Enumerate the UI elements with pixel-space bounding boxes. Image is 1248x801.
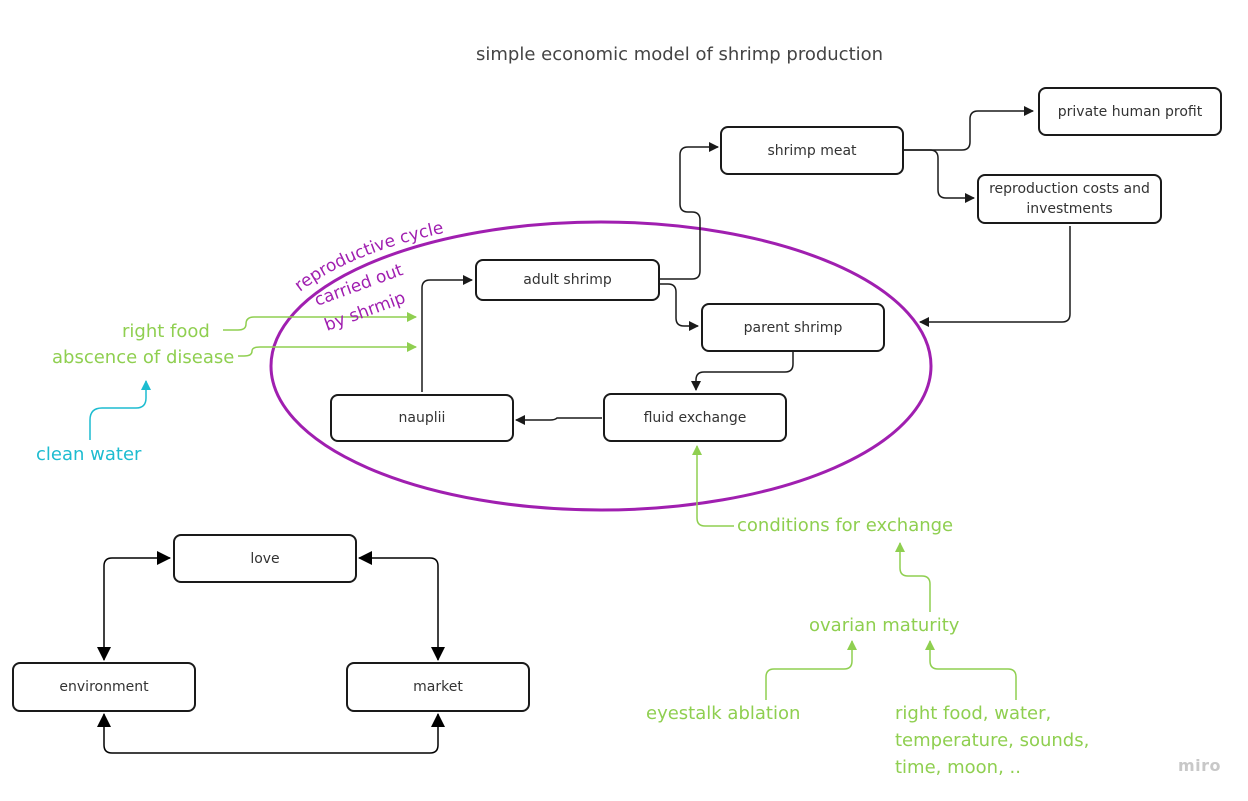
- node-parent-shrimp[interactable]: parent shrimp: [701, 303, 885, 352]
- node-shrimp-meat[interactable]: shrimp meat: [720, 126, 904, 175]
- connector-adult-to-parent: [660, 283, 699, 331]
- connector-ovarian-conditions: [895, 542, 931, 612]
- reproductive-cycle-ellipse: [269, 220, 933, 512]
- connector-fluid-to-nauplii: [515, 415, 602, 425]
- annotation-clean-water[interactable]: clean water: [36, 444, 142, 465]
- node-private-human-profit[interactable]: private human profit: [1038, 87, 1222, 136]
- node-fluid-exchange[interactable]: fluid exchange: [603, 393, 787, 442]
- node-love[interactable]: love: [173, 534, 357, 583]
- connector-food-ovarian: [925, 640, 1017, 700]
- connector-love-environment: [97, 551, 171, 661]
- annotation-absence-of-disease[interactable]: abscence of disease: [52, 347, 235, 368]
- connector-clean-water: [89, 380, 151, 440]
- connector-adult-to-meat: [660, 142, 719, 280]
- connector-meat-to-profit: [904, 106, 1034, 151]
- node-market[interactable]: market: [346, 662, 530, 712]
- connector-meat-to-costs: [904, 149, 975, 203]
- connector-love-market: [358, 551, 445, 661]
- connector-eyestalk-ovarian: [765, 640, 857, 700]
- annotation-right-food[interactable]: right food: [122, 321, 210, 342]
- connector-conditions-exchange: [692, 445, 734, 527]
- node-adult-shrimp[interactable]: adult shrimp: [475, 259, 660, 301]
- miro-watermark: miro: [1178, 756, 1222, 775]
- connector-parent-to-fluid: [691, 352, 794, 391]
- page-title: simple economic model of shrimp producti…: [476, 44, 884, 65]
- annotation-ovarian-maturity[interactable]: ovarian maturity: [809, 615, 960, 636]
- annotation-eyestalk-ablation[interactable]: eyestalk ablation: [646, 703, 801, 724]
- connector-right-food: [223, 312, 417, 331]
- node-nauplii[interactable]: nauplii: [330, 394, 514, 442]
- connector-environment-market: [97, 713, 445, 754]
- connector-absence-disease: [238, 342, 417, 357]
- node-reproduction-costs[interactable]: reproduction costs and investments: [977, 174, 1162, 224]
- annotation-right-food-water[interactable]: right food, water, temperature, sounds, …: [895, 703, 1090, 778]
- connector-nauplii-to-adult: [421, 275, 473, 392]
- annotation-conditions-for-exchange[interactable]: conditions for exchange: [737, 515, 954, 536]
- node-environment[interactable]: environment: [12, 662, 196, 712]
- connector-costs-to-parent: [919, 226, 1071, 327]
